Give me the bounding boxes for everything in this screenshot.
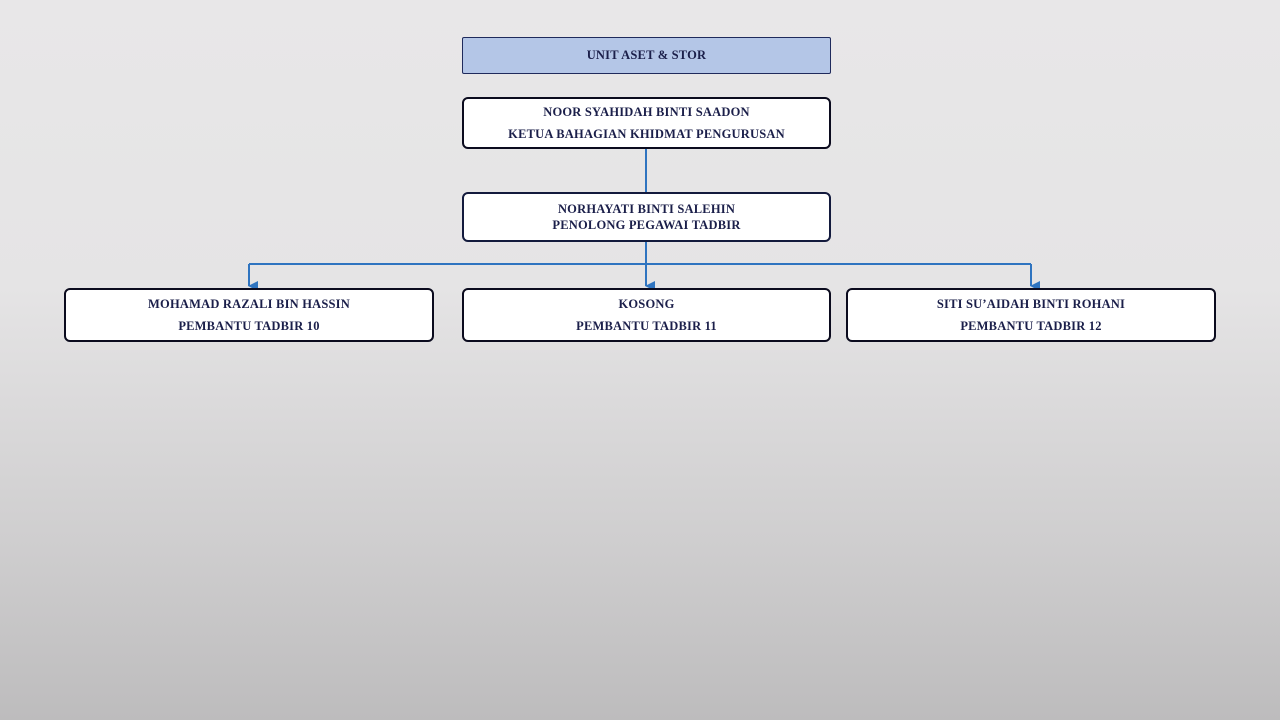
staff-1-name: MOHAMAD RAZALI BIN HASSIN [148,297,350,311]
supervisor-box: NORHAYATI BINTI SALEHIN PENOLONG PEGAWAI… [462,192,831,242]
staff-3-name: SITI SU’AIDAH BINTI ROHANI [936,297,1126,311]
staff-box-3: SITI SU’AIDAH BINTI ROHANI PEMBANTU TADB… [846,288,1216,342]
staff-3-position: PEMBANTU TADBIR 12 [960,318,1102,333]
unit-title: UNIT ASET & STOR [586,48,707,63]
supervisor-position: PENOLONG PEGAWAI TADBIR [552,218,741,232]
staff-2-name: KOSONG [618,297,675,311]
head-position: KETUA BAHAGIAN KHIDMAT PENGURUSAN [508,126,785,141]
supervisor-name: NORHAYATI BINTI SALEHIN [557,201,736,216]
head-name: NOOR SYAHIDAH BINTI SAADON [543,105,750,119]
staff-box-2: KOSONG PEMBANTU TADBIR 11 [462,288,831,342]
head-box: NOOR SYAHIDAH BINTI SAADON KETUA BAHAGIA… [462,97,831,149]
unit-title-box: UNIT ASET & STOR [462,37,831,74]
staff-2-position: PEMBANTU TADBIR 11 [576,318,717,333]
staff-box-1: MOHAMAD RAZALI BIN HASSIN PEMBANTU TADBI… [64,288,434,342]
staff-1-position: PEMBANTU TADBIR 10 [178,318,320,333]
